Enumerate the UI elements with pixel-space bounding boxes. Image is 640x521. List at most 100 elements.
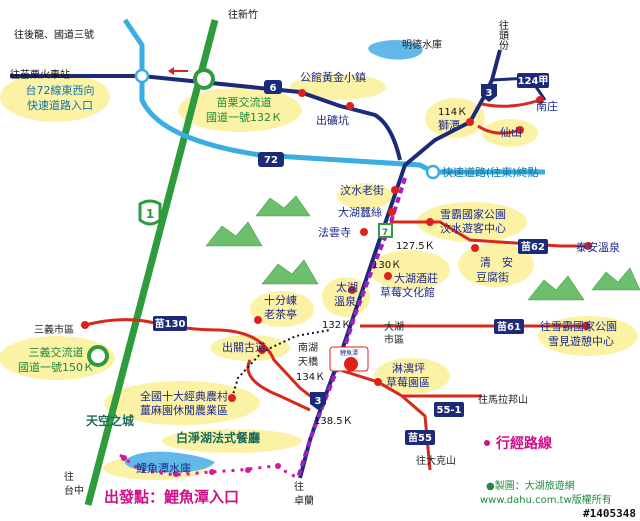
label-website: www.dahu.com.tw版權所有	[480, 493, 612, 506]
backdrop-miaoli-ic	[178, 88, 302, 132]
backdrop-linliping	[374, 358, 450, 394]
shifen-dot	[254, 316, 262, 324]
label-malabang: 往馬拉邦山	[478, 393, 528, 406]
wenshui-dot	[391, 186, 399, 194]
route-miao55-label: 苗55	[408, 431, 432, 444]
inn-sign-text: 鯉魚潭	[340, 349, 358, 357]
label-xuepa-1: 雪霸國家公園	[440, 207, 506, 221]
label-winery-1: 大湖酒莊	[394, 271, 438, 285]
label-xuepa-east-2: 雪見遊憩中心	[548, 334, 614, 348]
xianshan-dot	[516, 126, 524, 134]
legend-route-dot-icon	[484, 440, 490, 446]
label-road72-west-1: 台72線東西向	[26, 83, 95, 97]
label-restaurant: 白淨湖法式餐廳	[176, 430, 260, 445]
route-dot	[245, 467, 251, 473]
label-zhuolan-2: 卓蘭	[294, 494, 314, 507]
chukuang-dot	[346, 102, 354, 110]
label-miaoli-ic-2: 國道一號132Ｋ	[206, 110, 282, 124]
label-wenshui: 汶水老街	[340, 183, 384, 197]
road-nanzhuang	[481, 98, 541, 108]
label-north-longhu: 往後龍、國道三號	[14, 28, 94, 41]
label-qingan-1: 清 安	[480, 255, 513, 269]
mingde-reservoir-water	[368, 40, 423, 60]
mountain-icon	[261, 259, 319, 285]
mountain-icon	[205, 221, 263, 247]
label-road72-west-2: 快速道路入口	[27, 98, 93, 112]
label-xianshan: 仙山	[500, 126, 522, 139]
miaoli-interchange-icon	[193, 68, 215, 90]
label-zhuolan-1: 往	[294, 480, 304, 493]
route-124-shield-icon	[517, 73, 549, 88]
label-miaoli-ic-1: 苗栗交流道	[217, 95, 272, 109]
route-miao130-label: 苗130	[155, 317, 186, 330]
winery-dot	[384, 272, 392, 280]
label-backdrops	[0, 72, 638, 480]
label-nanzhuang: 南庄	[536, 99, 558, 113]
label-miaoli-station: 往苗栗火車站	[10, 68, 70, 81]
label-xuepa-2: 汶水遊客中心	[440, 221, 506, 235]
route-3-shield-icon	[310, 392, 326, 410]
route-6-label: 6	[270, 83, 277, 94]
label-sanyi-city: 三義市區	[34, 323, 74, 336]
backdrop-gongguan	[290, 74, 386, 100]
route-3-shield-icon	[481, 84, 497, 102]
label-km134: 134Ｋ	[296, 372, 325, 383]
fayun-dot	[360, 228, 368, 236]
attraction-dots	[81, 89, 592, 402]
label-taian: 泰安溫泉	[576, 240, 620, 254]
chuguan-dot	[258, 346, 266, 354]
backdrop-qingan	[458, 243, 534, 287]
sanyi-city-dot	[81, 321, 89, 329]
liyutan-reservoir-water	[124, 451, 215, 473]
map-labels: 往後龍、國道三號 往新竹 往頭份 明德水庫 往苗栗火車站 台72線東西向 快速道…	[10, 8, 636, 520]
route-miao61-label: 苗61	[497, 320, 521, 333]
route-1-shield-icon	[138, 199, 162, 226]
label-shifen-2: 老茶亭	[264, 307, 297, 321]
label-mingde-reservoir: 明德水庫	[402, 38, 442, 51]
route-miao62-shield-icon	[518, 239, 548, 254]
watermark-id: #1405348	[583, 507, 636, 520]
label-gongguan: 公館黃金小鎮	[300, 70, 366, 84]
label-dahu-area-1: 大湖	[384, 320, 404, 333]
backdrop-farm	[104, 381, 260, 425]
label-km127: 127.5Ｋ	[396, 241, 435, 252]
label-tiankong: 天空之城	[86, 413, 134, 428]
route-dot	[275, 463, 281, 469]
route-6-shield-icon	[264, 80, 282, 94]
inn-logo-icon	[344, 357, 358, 371]
backdrop-wenshui	[337, 183, 393, 209]
route-72-shield-icon	[258, 152, 284, 167]
mountain-icon	[591, 267, 640, 291]
label-taizhong-1: 往	[64, 470, 74, 483]
road-shields: 6 72 1 3 3 124甲 苗62 苗61 苗130 55-1 苗55 7	[138, 73, 549, 445]
xuepa-east-dot	[582, 322, 590, 330]
silk-dot	[388, 208, 396, 216]
route-dot	[121, 455, 127, 461]
label-chukuang: 出礦坑	[316, 113, 349, 127]
route-55-1-label: 55-1	[436, 405, 461, 416]
direction-arrow-icon	[168, 67, 188, 75]
qingan-dot	[471, 244, 479, 252]
route-1-label: 1	[146, 207, 154, 221]
route-3-label-north: 3	[486, 88, 493, 99]
label-fayun: 法雲寺	[318, 225, 351, 239]
sanyi-interchange-icon	[87, 345, 109, 367]
label-xuepa-east-1: 往雪霸國家公園	[540, 319, 617, 333]
label-nanhu-2: 天橋	[298, 355, 318, 368]
label-road72-east-end: 快速道路(往東)終點	[442, 165, 539, 179]
label-winery-2: 草莓文化館	[380, 285, 435, 299]
route-miao130-shield-icon	[153, 316, 187, 331]
label-shifen-1: 十分崠	[264, 293, 297, 307]
label-dahu-spring-2: 溫泉	[334, 294, 356, 308]
route-miao55-shield-icon	[405, 430, 435, 445]
label-linliping-2: 草莓園區	[386, 376, 430, 389]
linliping-dot	[374, 378, 382, 386]
label-km114: 114Ｋ	[438, 107, 467, 118]
road-6	[10, 74, 402, 161]
label-north-toufen: 往頭份	[497, 19, 509, 51]
backdrop-shifen	[250, 291, 314, 327]
route-start-dots	[121, 455, 281, 477]
road-miao62	[390, 220, 588, 248]
